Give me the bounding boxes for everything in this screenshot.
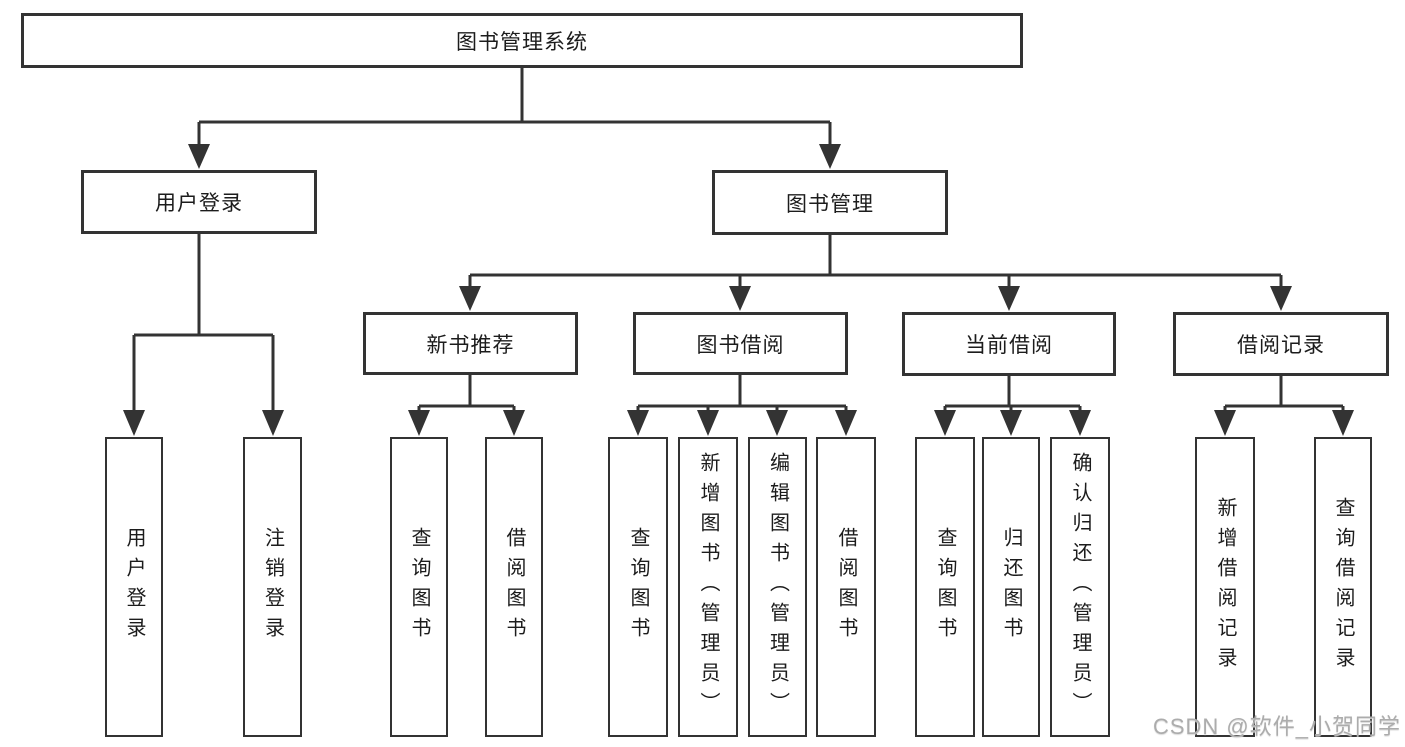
node-label: 查询借阅记录 [1332, 497, 1354, 677]
connector-book-mgmt-branch [468, 235, 1283, 292]
leaf-add-borrow-record: 新增借阅记录 [1195, 437, 1255, 737]
node-book-management-module: 图书管理 [712, 170, 948, 235]
node-label: 归还图书 [1000, 527, 1022, 647]
node-label: 编辑图书（管理员） [766, 452, 789, 722]
node-current-borrow: 当前借阅 [902, 312, 1116, 376]
node-label: 用户登录 [123, 527, 145, 647]
node-label: 确认归还（管理员） [1069, 452, 1091, 722]
node-label: 图书管理 [786, 192, 874, 216]
node-new-book-recommend: 新书推荐 [363, 312, 578, 375]
connector-current-borrow-branch [943, 375, 1082, 416]
csdn-watermark: CSDN @软件_小贺同学 [1152, 714, 1401, 739]
leaf-user-login: 用户登录 [105, 437, 163, 737]
node-label: 图书管理系统 [456, 30, 588, 54]
connector-user-login-branch [132, 234, 275, 414]
arrowheads-leaf-row [408, 410, 1354, 436]
node-book-borrow: 图书借阅 [633, 312, 848, 375]
leaf-return-books: 归还图书 [982, 437, 1040, 737]
leaf-query-books-borrow: 查询图书 [608, 437, 668, 737]
connector-root-branch [197, 68, 832, 150]
connector-borrow-record-branch [1223, 376, 1345, 416]
node-label: 新增借阅记录 [1214, 497, 1236, 677]
node-label: 用户登录 [155, 192, 243, 215]
node-label: 借阅图书 [835, 527, 857, 647]
leaf-edit-books-admin: 编辑图书（管理员） [748, 437, 807, 737]
node-label: 新增图书（管理员） [697, 452, 719, 722]
arrowheads-user-login-leaves [123, 410, 284, 436]
node-system-root: 图书管理系统 [21, 13, 1023, 68]
node-borrow-record: 借阅记录 [1173, 312, 1389, 376]
node-label: 查询图书 [408, 527, 430, 647]
leaf-query-borrow-record: 查询借阅记录 [1314, 437, 1372, 737]
leaf-logout: 注销登录 [243, 437, 302, 737]
node-user-login-module: 用户登录 [81, 170, 317, 234]
connector-book-borrow-branch [636, 375, 848, 416]
leaf-query-books-recommend: 查询图书 [390, 437, 448, 737]
connector-new-book-rec-branch [417, 375, 516, 416]
node-label: 查询图书 [627, 527, 649, 647]
node-label: 当前借阅 [965, 334, 1053, 357]
node-label: 新书推荐 [426, 333, 515, 357]
node-label: 借阅记录 [1237, 334, 1325, 357]
node-label: 借阅图书 [503, 527, 525, 647]
arrowheads-level3 [459, 286, 1292, 311]
leaf-borrow-books: 借阅图书 [816, 437, 876, 737]
leaf-confirm-return-admin: 确认归还（管理员） [1050, 437, 1110, 737]
arrowheads-level2 [188, 144, 841, 169]
node-label: 图书借阅 [696, 333, 785, 357]
leaf-add-books-admin: 新增图书（管理员） [678, 437, 738, 737]
node-label: 注销登录 [261, 527, 284, 647]
node-label: 查询图书 [934, 527, 956, 647]
leaf-borrow-books-recommend: 借阅图书 [485, 437, 543, 737]
leaf-query-books-current: 查询图书 [915, 437, 975, 737]
